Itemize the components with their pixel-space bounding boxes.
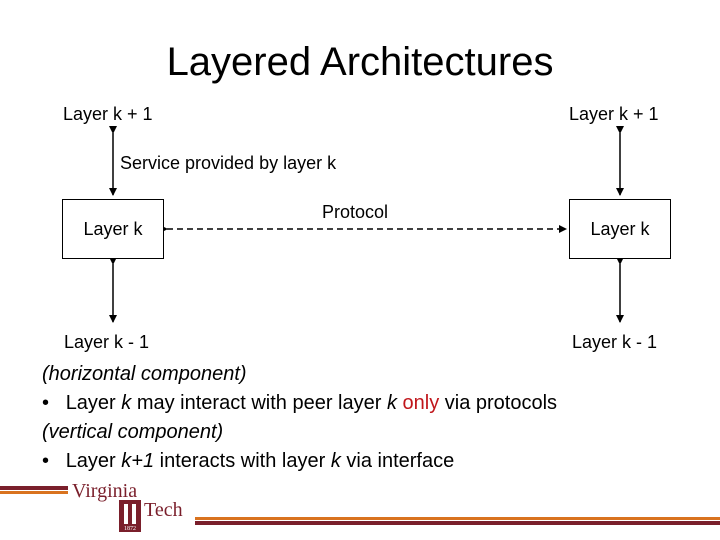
service-label: Service provided by layer k [120, 153, 337, 173]
bullet-2: • Layer k+1 interacts with layer k via i… [42, 447, 557, 476]
slide-title: Layered Architectures [166, 40, 554, 84]
vertical-heading: (vertical component) [42, 421, 224, 443]
bullet-2-k: k [330, 450, 341, 472]
notes: (horizontal component) • Layer k may int… [42, 360, 557, 476]
logo-year: 1872 [124, 526, 136, 532]
protocol-label: Protocol [322, 202, 389, 222]
bullet-2-mid: interacts with layer [154, 450, 331, 472]
bullet-1: • Layer k may interact with peer layer k… [42, 389, 557, 418]
bullet-1-pre: Layer [65, 392, 122, 414]
left-layer-k-minus-1-label: Layer k - 1 [64, 332, 150, 352]
right-layer-k-plus-1-label: Layer k + 1 [569, 104, 659, 124]
left-layer-k-box: Layer k [62, 199, 164, 259]
logo-word-tech: Tech [144, 499, 183, 521]
horizontal-heading: (horizontal component) [42, 363, 247, 385]
right-layer-k-box: Layer k [569, 199, 671, 259]
bullet-2-kk: k+1 [121, 450, 155, 472]
left-maroon-stripe [0, 486, 68, 490]
left-orange-stripe [0, 491, 68, 494]
right-layer-k-minus-1-label: Layer k - 1 [572, 332, 658, 352]
right-maroon-stripe [195, 521, 720, 525]
bullet-char: • [42, 450, 50, 472]
right-orange-stripe [195, 517, 720, 520]
bullet-1-only: only [402, 392, 440, 414]
left-layer-k-plus-1-label: Layer k + 1 [63, 104, 153, 124]
bullet-1-mid: may interact with peer layer [131, 392, 387, 414]
logo-word-virginia: Virginia [72, 480, 137, 502]
bullet-1-k2: k [386, 392, 397, 414]
bullet-1-k: k [121, 392, 132, 414]
bullet-2-pre: Layer [65, 450, 122, 472]
bullet-char: • [42, 392, 50, 414]
bullet-2-post: via interface [340, 450, 455, 472]
virginia-tech-logo: Virginia 1872 Tech [72, 480, 183, 532]
bullet-1-post: via protocols [439, 392, 558, 414]
